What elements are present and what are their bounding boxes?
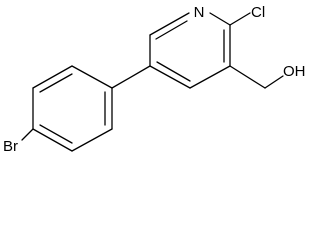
double-bond-c4-c5 xyxy=(156,61,191,82)
double-bond-c6-n1 xyxy=(155,20,188,40)
bond-b5-b6 xyxy=(71,128,113,152)
chemical-structure: N Cl OH Br xyxy=(3,4,306,155)
bond-b1-b2 xyxy=(71,65,113,89)
atom-hydroxyl: OH xyxy=(283,63,306,80)
atom-chlorine: Cl xyxy=(251,4,265,21)
benzene-ring xyxy=(32,65,113,152)
bond-b4-b5 xyxy=(32,128,73,152)
double-bond-b2-b3 xyxy=(39,73,73,93)
bond-b2-b3 xyxy=(32,65,73,89)
bond-ch2-o xyxy=(264,75,284,89)
bond-c4-c5 xyxy=(149,65,191,89)
bond-c3-c4 xyxy=(189,65,231,89)
bond-c2-cl xyxy=(229,12,251,26)
atom-nitrogen: N xyxy=(194,4,205,21)
double-bond-b4-b5 xyxy=(39,124,73,144)
bond-b4-br xyxy=(21,128,34,141)
bond-c5-aryl xyxy=(111,65,151,89)
bond-n1-c2 xyxy=(209,12,231,26)
bond-c3-ch2 xyxy=(229,65,266,89)
bond-c6-n1 xyxy=(149,12,190,36)
pyridine-ring xyxy=(149,12,231,89)
atom-bromine: Br xyxy=(3,138,18,155)
